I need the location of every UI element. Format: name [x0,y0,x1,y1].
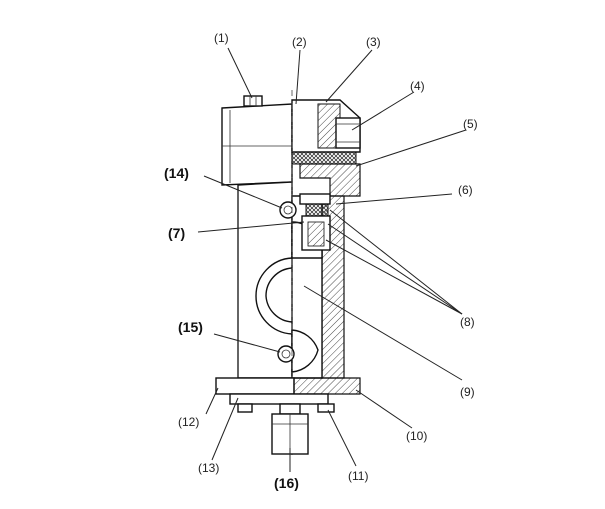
base-bolt-left [237,403,253,413]
top-bolt [243,95,263,107]
callout-12: (12) [178,415,199,429]
base-plate [215,377,361,405]
leader-8a [329,209,463,315]
leader-8b [327,223,463,315]
callout-16: (16) [274,475,299,491]
callout-4: (4) [410,79,425,93]
callout-8: (8) [460,315,475,329]
callout-15: (15) [178,319,203,335]
diaphragm [291,151,357,165]
callout-6: (6) [458,183,473,197]
leader-5 [355,129,467,167]
spool-cartridge [299,193,331,251]
leader-15 [213,333,281,353]
lower-port-oring [277,345,295,363]
leader-11 [327,409,357,467]
top-cap-section [291,99,361,153]
leader-7 [197,221,305,233]
leader-4 [351,91,415,131]
callout-13: (13) [198,461,219,475]
leader-lines [197,47,467,472]
callout-5: (5) [463,117,478,131]
callout-labels: (1) (2) (3) (4) (5) (6) (7) (8) (9) (10)… [164,31,478,491]
connector-fitting [271,403,309,455]
callout-7: (7) [168,225,185,241]
callout-1: (1) [214,31,229,45]
callout-14: (14) [164,165,189,181]
leader-13 [211,397,239,461]
leader-14 [203,175,283,209]
callout-11: (11) [348,469,368,483]
leader-8c [325,239,463,315]
leader-12 [205,387,219,415]
leader-10 [355,389,413,429]
base-bolt-right [317,403,335,413]
leader-3 [325,49,373,103]
callout-10: (10) [406,429,427,443]
leader-1 [227,47,253,99]
leader-6 [335,193,453,205]
callout-3: (3) [366,35,381,49]
upper-port-oring [279,201,297,219]
leader-9 [303,285,463,381]
callout-2: (2) [292,35,307,49]
leader-2 [295,49,301,105]
flange-section [299,163,361,197]
top-cap-housing [221,103,293,186]
callout-9: (9) [460,385,475,399]
